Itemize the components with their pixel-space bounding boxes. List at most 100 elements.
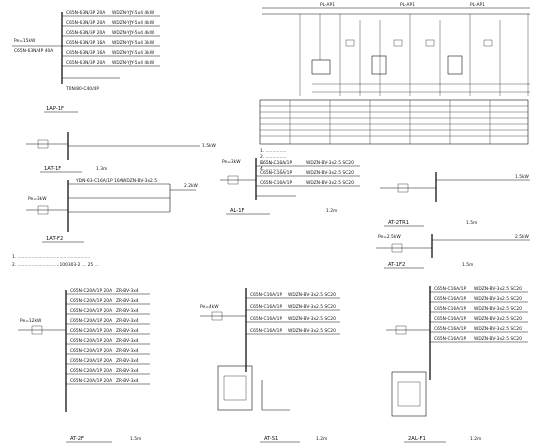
panel-al-1f: Pe=3kW C65N-C16A/1P C65N-C16A/1P C65N-C1… [220,158,360,215]
panel-at-2tr1-note: 1.5m [466,220,477,226]
panel-at-s1-cable-4: WDZN-BV-3x2.5 SC20 [288,328,336,334]
panel-2al-f1-cable-1: WDZN-BV-3x2.5 SC20 [474,286,522,292]
panel-1at: 1.5kW 1AT-1F 1.3m [26,132,217,173]
panel-1at-f2-load: 2.2kW [184,183,199,189]
panel-1ap-row-6: C65N-63N/3P 20A [66,60,105,66]
panel-at-2f-row-10: C65N-C20A/1P 20A [70,378,112,384]
panel-1at-title: 1AT-1F [44,166,61,172]
panel-1at-note: 1.3m [96,166,107,172]
panel-at-s1-row-1: C65N-C16A/1P [250,292,282,298]
panel-al-1f-row-2: C65N-C16A/1P [260,170,292,176]
panel-at-2f-row-4: C65N-C20A/1P 20A [70,318,112,324]
panel-at-2tr1-title: AT-2TR1 [388,220,409,226]
panel-1ap-main-breaker: C65N-63N/4P 40A [14,48,53,54]
control-note-4: 4. ............... [260,166,287,172]
panel-at-2f-cable-5: ZR-BV-3x4 [116,328,139,334]
panel-at-2f-cable-8: ZR-BV-3x4 [116,358,139,364]
panel-at-2f-cable-10: ZR-BV-3x4 [116,378,139,384]
panel-2al-f1-cable-5: WDZN-BV-3x2.5 SC20 [474,326,522,332]
control-top-label-2: PL-AP1 [400,2,415,8]
panel-1ap-bottom-label: T0N/80-C40/4P [65,86,99,92]
panel-2al-f1-note: 1.2m [470,436,481,442]
panel-1at-f2-cable: WDZN-BV-3x2.5 [122,178,157,184]
panel-1at-f2-row: YDN-63-C16A/1P 16A [75,178,123,184]
panel-2al-f1-cable-2: WDZN-BV-3x2.5 SC20 [474,296,522,302]
panel-al-1f-cable-3: WDZN-BV-3x2.5 SC20 [306,180,354,186]
panel-2al-f1-row-1: C65N-C16A/1P [434,286,466,292]
panel-at-2f-title: AT-2F [70,436,84,442]
panel-at-2tr1: 1.5kW AT-2TR1 1.5m [380,172,530,227]
panel-at-s1-cable-2: WDZN-BV-3x2.5 SC20 [288,304,336,310]
control-circuit-diagram: PL-AP1 PL-AP1 PL-AP1 [262,2,530,96]
panel-1ap-row-5: C65N-63N/3P 16A [66,50,105,56]
panel-1ap-cable-6: WDZN-YJY-5x4 4kW [112,60,155,66]
panel-1at-f2-title: 1AT-F2 [46,236,63,242]
panel-at-s1-note: 1.2m [316,436,327,442]
panel-at-2f-cable-7: ZR-BV-3x4 [116,348,139,354]
panel-2al-f1: C65N-C16A/1P C65N-C16A/1P C65N-C16A/1P C… [386,286,528,443]
panel-al-1f-row-3: C65N-C16A/1P [260,180,292,186]
panel-at-2f-supply: Pe=12kW [20,318,42,324]
panel-at-1f2-title: AT-1F2 [388,262,405,268]
panel-1ap-cable-2: WDZN-YJY-5x4 4kW [112,20,155,26]
panel-at-s1-cable-3: WDZN-BV-3x2.5 SC20 [288,316,336,322]
panel-2al-f1-cable-4: WDZN-BV-3x2.5 SC20 [474,316,522,322]
panel-al-1f-note: 1.2m [326,208,337,214]
panel-1ap-cable-1: WDZN-YJY-5x4 4kW [112,10,155,16]
control-note-1: 1. ............... [260,148,287,154]
panel-1ap-row-1: C65N-63N/3P 20A [66,10,105,16]
panel-at-s1-supply: Pe=4kW [200,304,219,310]
panel-at-s1-title: AT-S1 [264,436,278,442]
panel-2al-f1-cable-6: WDZN-BV-3x2.5 SC20 [474,336,522,342]
panel-al-1f-cable-1: WDZN-BV-3x2.5 SC20 [306,160,354,166]
panel-2al-f1-row-3: C65N-C16A/1P [434,306,466,312]
panel-al-1f-title: AL-1F [230,208,245,214]
general-note-1: 1. .....................................… [12,254,90,260]
panel-at-2f: Pe=12kW C65N-C20A/1P 20A C65N-C20A/1P 20… [18,288,150,443]
panel-at-2f-row-1: C65N-C20A/1P 20A [70,288,112,294]
panel-1ap-circuits: C65N-63N/3P 20A C65N-63N/3P 20A C65N-63N… [62,10,160,92]
panel-1at-load: 1.5kW [202,143,217,149]
panel-1ap-cable-3: WDZN-YJY-5x4 4kW [112,30,155,36]
panel-at-2f-cable-1: ZR-BV-3x4 [116,288,139,294]
panel-1ap-cable-5: WDZN-YJY-5x4 3kW [112,50,155,56]
panel-at-2f-cable-3: ZR-BV-3x4 [116,308,139,314]
panel-2al-f1-cable-3: WDZN-BV-3x2.5 SC20 [474,306,522,312]
general-note-2: 2. ..............................100303-… [12,262,99,268]
panel-at-2f-row-6: C65N-C20A/1P 20A [70,338,112,344]
panel-at-2f-row-9: C65N-C20A/1P 20A [70,368,112,374]
panel-1ap-row-4: C65N-63N/3P 16A [66,40,105,46]
panel-at-2f-row-7: C65N-C20A/1P 20A [70,348,112,354]
panel-at-1f2: Pe=2.5kW 2.5kW AT-1F2 1.5m [376,234,530,269]
panel-1ap: Pe=15kW C65N-63N/4P 40A C65N-63N/3P 20A … [12,10,160,113]
panel-at-2f-cable-2: ZR-BV-3x4 [116,298,139,304]
control-note-2: 2. ............... [260,154,287,160]
control-top-label-3: PL-AP1 [470,2,485,8]
panel-2al-f1-title: 2AL-F1 [408,436,426,442]
panel-at-2f-row-5: C65N-C20A/1P 20A [70,328,112,334]
panel-at-s1-row-3: C65N-C16A/1P [250,316,282,322]
panel-1ap-row-2: C65N-63N/3P 20A [66,20,105,26]
panel-2al-f1-row-6: C65N-C16A/1P [434,336,466,342]
panel-at-s1: Pe=4kW C65N-C16A/1P C65N-C16A/1P C65N-C1… [200,288,340,443]
panel-at-s1-row-4: C65N-C16A/1P [250,328,282,334]
panel-at-s1-row-2: C65N-C16A/1P [250,304,282,310]
panel-1ap-title: 1AP-1F [46,106,64,112]
control-table [259,99,529,145]
panel-at-1f2-load: 2.5kW [515,234,530,240]
panel-2al-f1-row-5: C65N-C16A/1P [434,326,466,332]
panel-at-2f-note: 1.5m [130,436,141,442]
panel-at-2f-cable-6: ZR-BV-3x4 [116,338,139,344]
panel-al-1f-cable-2: WDZN-BV-3x2.5 SC20 [306,170,354,176]
panel-1ap-cable-4: WDZN-YJY-5x4 3kW [112,40,155,46]
control-top-label-1: PL-AP1 [320,2,335,8]
panel-1at-f2-supply: Pe=3kW [28,196,47,202]
panel-at-2f-cable-9: ZR-BV-3x4 [116,368,139,374]
panel-at-1f2-note: 1.5m [462,262,473,268]
panel-at-2f-row-2: C65N-C20A/1P 20A [70,298,112,304]
panel-at-s1-cable-1: WDZN-BV-3x2.5 SC20 [288,292,336,298]
panel-2al-f1-row-2: C65N-C16A/1P [434,296,466,302]
panel-at-2f-row-8: C65N-C20A/1P 20A [70,358,112,364]
panel-1ap-supply: Pe=15kW [14,38,36,44]
